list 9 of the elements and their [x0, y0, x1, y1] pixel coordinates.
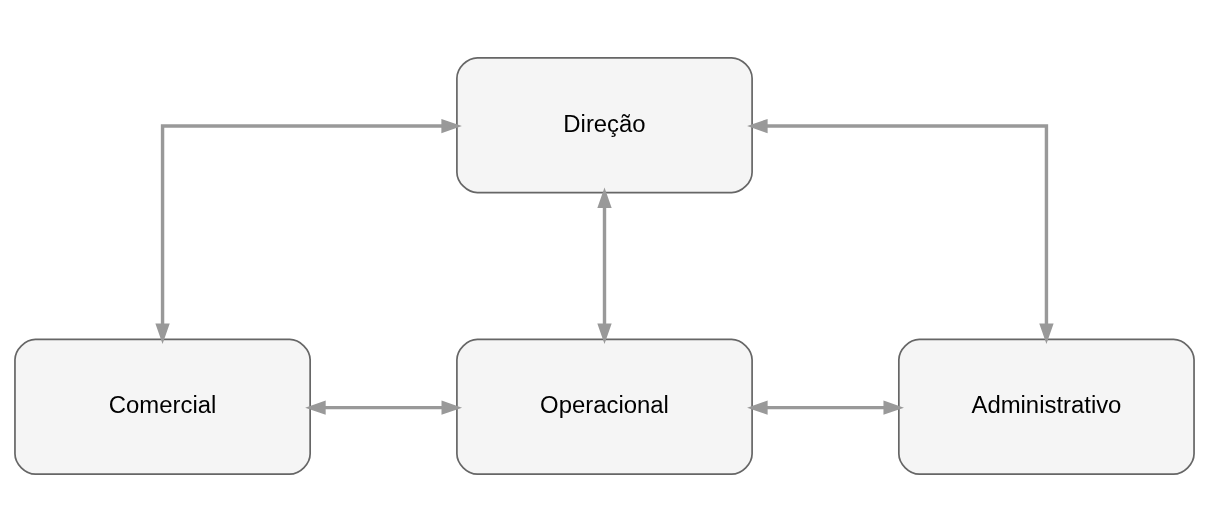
node-box: Administrativo: [898, 338, 1195, 475]
arrow: [155, 118, 462, 344]
arrow: [597, 187, 612, 344]
node-box: Operacional: [456, 338, 753, 475]
node-box: Comercial: [14, 338, 311, 475]
arrow: [305, 399, 463, 415]
arrow: [747, 118, 1054, 344]
node-box: Direção: [456, 56, 753, 193]
arrow: [747, 399, 904, 415]
